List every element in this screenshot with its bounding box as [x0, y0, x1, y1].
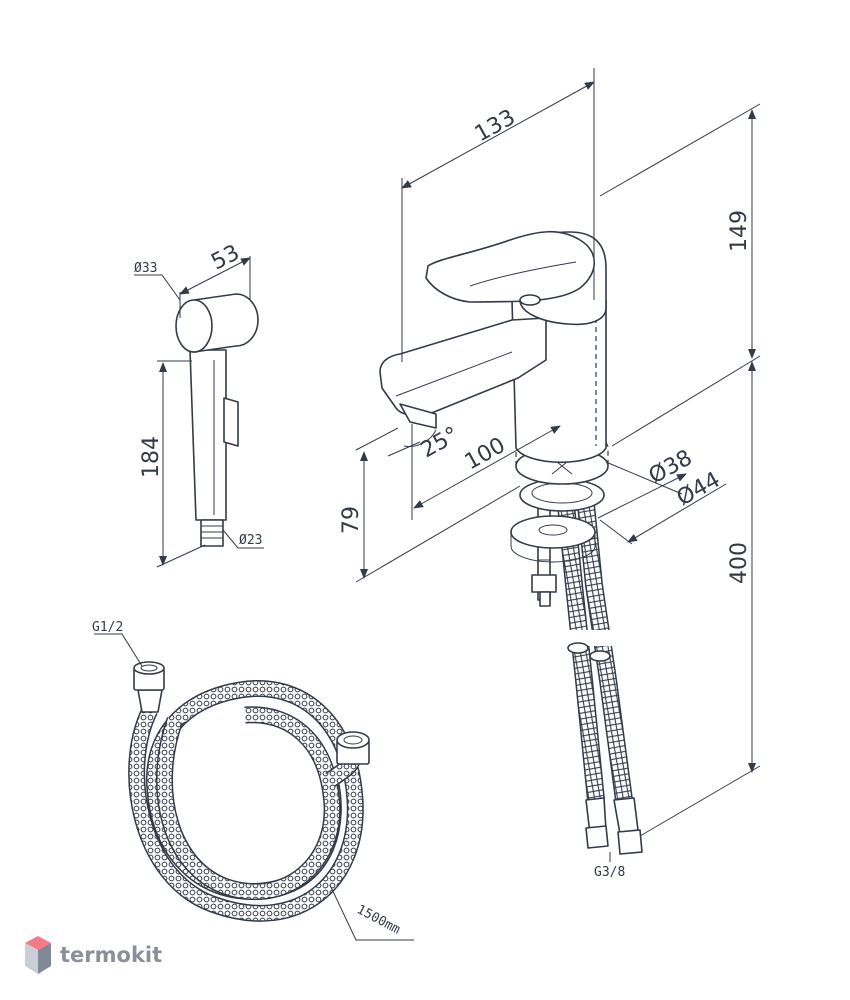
label-1500mm: 1500mm — [354, 902, 403, 937]
dim-25deg: 25° — [417, 422, 463, 463]
shower-hose — [128, 661, 370, 922]
faucet-dimensions — [355, 68, 761, 862]
faucet-body — [379, 230, 607, 464]
hand-sprayer — [175, 293, 259, 547]
dim-53: 53 — [207, 240, 243, 275]
svg-text:termokit: termokit — [60, 943, 162, 967]
dim-d33: Ø33 — [134, 261, 157, 276]
hose-dimensions — [94, 633, 414, 941]
supply-hoses — [555, 504, 643, 855]
termokit-logo: termokit — [25, 936, 162, 974]
dim-149: 149 — [727, 210, 752, 252]
sprayer-dimensions — [134, 256, 264, 568]
dim-400: 400 — [727, 542, 752, 584]
dim-184: 184 — [139, 436, 164, 478]
label-g1-2: G1/2 — [92, 620, 123, 635]
label-g3-8: G3/8 — [594, 865, 625, 880]
dim-d23: Ø23 — [239, 533, 262, 548]
dim-133: 133 — [471, 105, 520, 147]
dim-100: 100 — [461, 433, 510, 475]
dim-79: 79 — [339, 506, 364, 534]
